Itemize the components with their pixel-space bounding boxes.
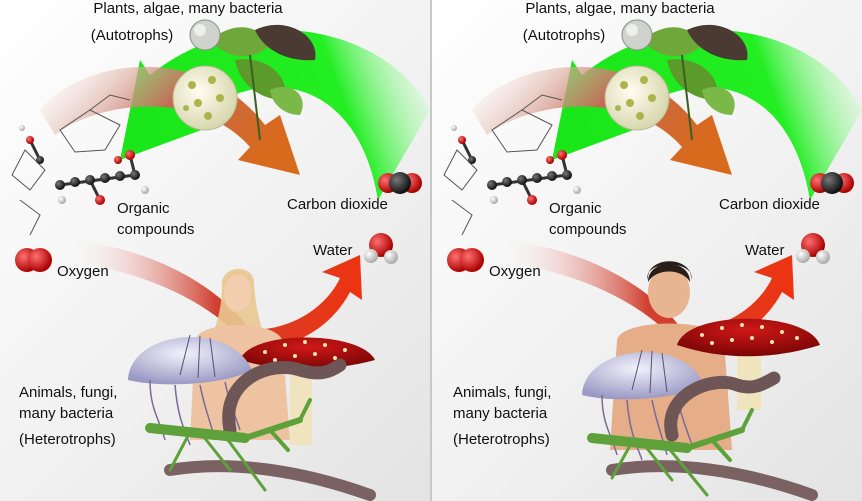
plant-leaves-icon [642, 24, 748, 141]
mantis-icon [145, 398, 312, 492]
worm-icon [606, 371, 818, 501]
algae-cell-icon [604, 65, 670, 131]
water-label: Water [745, 242, 785, 259]
water-molecule-icon [364, 233, 398, 264]
cycle-panel-right: Plants, algae, many bacteria (Autotrophs… [432, 0, 862, 501]
heterotrophs-label-line1: Animals, fungi, [19, 384, 118, 401]
oxygen-label: Oxygen [57, 263, 109, 280]
heterotrophs-label-line2: many bacteria [19, 405, 114, 422]
panel-divider [430, 0, 432, 501]
plant-leaves-icon [210, 24, 316, 141]
water-label: Water [313, 242, 353, 259]
algae-cell-icon [172, 65, 238, 131]
red-arrow [70, 240, 362, 350]
carbon-dioxide-molecule-icon [810, 172, 854, 194]
organic-molecule-icon [443, 94, 581, 236]
autotrophs-label-line1: Plants, algae, many bacteria [93, 0, 283, 17]
worm-icon [164, 358, 376, 501]
autotrophs-label-line2: (Autotrophs) [522, 27, 606, 44]
autotrophs-label-line1: Plants, algae, many bacteria [525, 0, 715, 17]
heterotrophs-label-line1: Animals, fungi, [453, 384, 552, 401]
cycle-artwork [11, 19, 430, 501]
carbon-dioxide-label: Carbon dioxide [719, 196, 820, 213]
carbon-dioxide-label: Carbon dioxide [287, 196, 388, 213]
cycle-artwork [443, 19, 862, 501]
organic-molecule-icon [11, 94, 149, 236]
jellyfish-icon [128, 334, 252, 446]
orange-arrow [472, 66, 732, 175]
organic-compounds-label-line2: compounds [549, 221, 627, 238]
oxygen-molecule-icon [447, 248, 484, 272]
autotrophs-label-line2: (Autotrophs) [90, 27, 174, 44]
orange-arrow [40, 66, 300, 175]
organic-compounds-label-line1: Organic [549, 200, 602, 217]
mantis-icon [587, 408, 754, 497]
heterotrophs-label-line3: (Heterotrophs) [19, 431, 116, 448]
oxygen-molecule-icon [15, 248, 52, 272]
bacterium-icon [621, 19, 653, 51]
heterotrophs-label-line3: (Heterotrophs) [453, 431, 550, 448]
carbon-dioxide-molecule-icon [378, 172, 422, 194]
organic-compounds-label-line2: compounds [117, 221, 195, 238]
water-molecule-icon [796, 233, 830, 264]
organic-compounds-label-line1: Organic [117, 200, 170, 217]
bacterium-icon [189, 19, 221, 51]
heterotrophs-label-line2: many bacteria [453, 405, 548, 422]
oxygen-label: Oxygen [489, 263, 541, 280]
jellyfish-icon [582, 349, 704, 461]
red-arrow [502, 240, 794, 350]
cycle-panel-left: Plants, algae, many bacteria (Autotrophs… [0, 0, 430, 501]
